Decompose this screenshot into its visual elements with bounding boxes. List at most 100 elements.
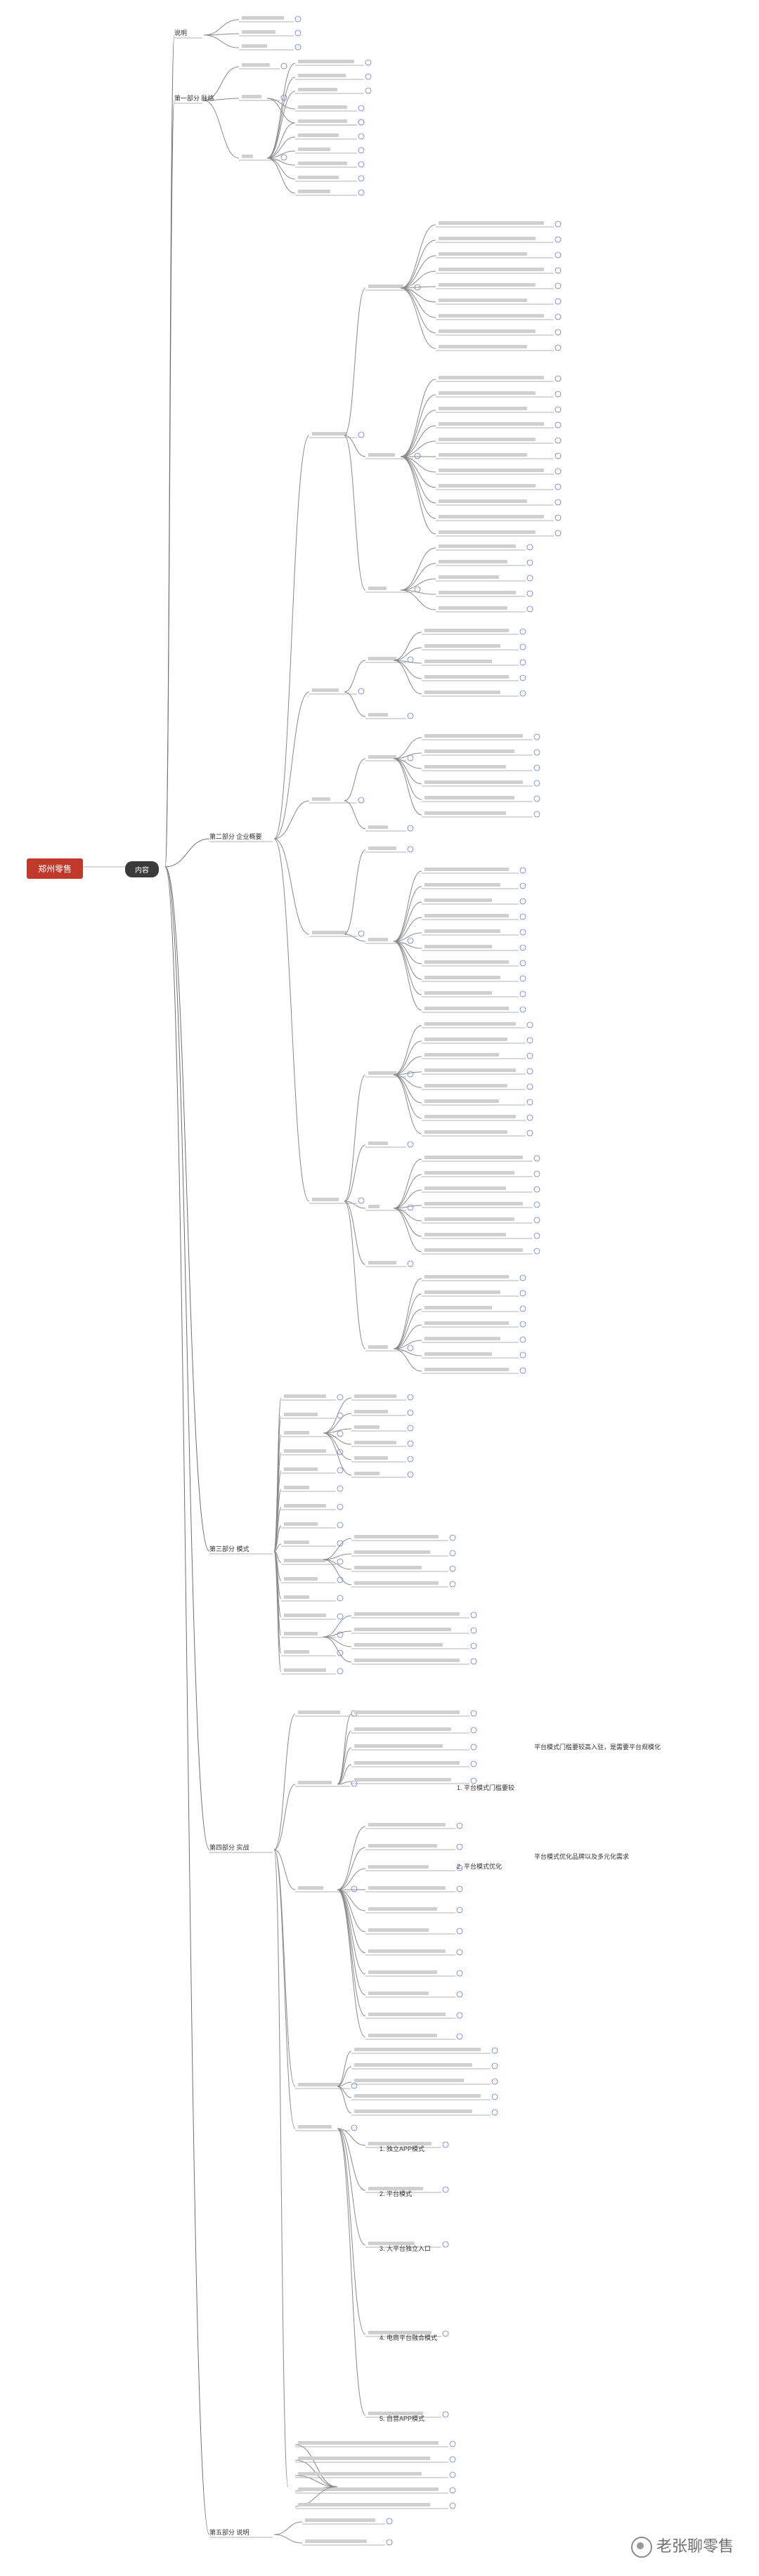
s2b1-bar-4 <box>424 691 500 694</box>
branch-part3[interactable]: 第三部分 模式 <box>209 1545 249 1552</box>
s4e-bar-3 <box>298 2487 439 2491</box>
s2e3-bar-1 <box>424 1290 500 1294</box>
s4b-bar-5 <box>368 1928 429 1932</box>
s2c1-edge-4 <box>393 758 422 800</box>
s3a-bar-2 <box>354 1425 379 1429</box>
hub-node[interactable]: 内容 <box>125 861 159 877</box>
s2a2-badge-0 <box>554 375 562 382</box>
note-threshold: 平台模式门槛要较高入驻，是需要平台规模化 <box>534 1744 661 1751</box>
watermark: 老张聊零售 <box>630 2534 734 2558</box>
s4b-edge-2 <box>337 1868 366 1890</box>
s4b-edge-1 <box>337 1847 366 1890</box>
s2a3-badge-2 <box>526 575 533 582</box>
s3-bar-1 <box>284 1413 318 1416</box>
s2d1-badge-6 <box>519 960 526 967</box>
s4e-badge-4 <box>449 2502 456 2509</box>
s3-bar-7 <box>284 1522 318 1526</box>
s4b-badge-9 <box>456 2012 463 2019</box>
s1c-edge-1 <box>266 136 296 159</box>
s2d1-bar-5 <box>424 945 492 948</box>
node-independent-app[interactable]: 1. 独立APP模式 <box>379 2145 425 2152</box>
s4c-bar-0 <box>354 2048 481 2051</box>
branch-part4[interactable]: 第四部分 实战 <box>209 1844 249 1851</box>
s2e2-edge-1 <box>393 1174 422 1209</box>
s4e-edge-2 <box>294 2475 338 2487</box>
s2e2-bar-2 <box>424 1186 506 1190</box>
s2e3-bar-3 <box>424 1321 509 1325</box>
s4b-bar-8 <box>368 1992 429 1995</box>
s2a1-badge-2 <box>554 251 562 259</box>
s2e1-bar-0 <box>424 1022 516 1026</box>
s3-bar-13 <box>284 1632 318 1635</box>
s4e-bar-4 <box>298 2503 430 2506</box>
node-self-app[interactable]: 5. 自营APP模式 <box>379 2415 425 2422</box>
s2d1-bar-8 <box>424 991 492 995</box>
branch-explain[interactable]: 说明 <box>174 30 188 37</box>
s2a-bar-2 <box>368 587 387 590</box>
note-optimize: 平台模式优化品牌以及多元化需求 <box>534 1853 630 1860</box>
s4b-badge-1 <box>456 1843 463 1850</box>
s2c1-bar-5 <box>424 811 506 815</box>
s3-bar-4 <box>284 1467 318 1471</box>
edge-hub-branch-3 <box>164 866 210 1552</box>
s2e3-badge-0 <box>519 1274 526 1281</box>
s2-bar-4 <box>312 1198 339 1201</box>
s0-bar-1 <box>242 30 275 34</box>
s3b-badge-1 <box>449 1550 456 1557</box>
s2-badge-2 <box>358 797 365 804</box>
s4-bar-2 <box>298 1886 323 1890</box>
s4b-badge-2 <box>456 1864 463 1871</box>
s3-badge-9 <box>337 1558 344 1565</box>
s2a1-bar-4 <box>439 283 536 287</box>
s1a-badge-0 <box>365 59 372 66</box>
s3a-badge-2 <box>407 1425 414 1432</box>
s2e2-edge-0 <box>393 1158 422 1209</box>
s2a2-bar-4 <box>439 438 536 441</box>
root-node[interactable]: 郑州零售 <box>27 858 84 879</box>
s2c1-bar-2 <box>424 765 506 769</box>
branch-part1[interactable]: 第一部分 脉络 <box>174 95 214 102</box>
s4b-badge-10 <box>456 2033 463 2040</box>
s2e3-badge-2 <box>519 1305 526 1312</box>
s2e3-edge-3 <box>393 1324 422 1349</box>
branch-part2[interactable]: 第二部分 企业概要 <box>209 833 262 840</box>
s2-badge-1 <box>358 688 365 695</box>
s4b-edge-10 <box>337 1889 366 2038</box>
s5-badge-0 <box>386 2518 393 2525</box>
s2e1-bar-6 <box>424 1115 516 1118</box>
s2d1-badge-1 <box>519 882 526 889</box>
s2a1-bar-3 <box>439 268 544 271</box>
node-platform-threshold[interactable]: 1. 平台模式门槛要较 <box>457 1784 515 1791</box>
s1c-bar-3 <box>298 162 347 165</box>
branch-part5[interactable]: 第五部分 说明 <box>209 2529 249 2536</box>
node-platform-mode[interactable]: 2. 平台模式 <box>379 2190 413 2197</box>
s2c1-badge-2 <box>533 764 540 771</box>
s2e3-bar-5 <box>424 1352 492 1356</box>
node-ecom-fusion[interactable]: 4. 电商平台融合模式 <box>379 2334 438 2341</box>
s1c-badge-4 <box>358 175 365 182</box>
s3-badge-4 <box>337 1467 344 1474</box>
s2a2-bar-5 <box>439 453 527 457</box>
s2a2-bar-8 <box>439 499 527 503</box>
s2b1-bar-2 <box>424 660 492 663</box>
s3a-bar-4 <box>354 1456 388 1460</box>
s2e-bar-1 <box>368 1142 388 1145</box>
s2d-bar-0 <box>368 846 396 850</box>
s1-badge-0 <box>280 63 287 70</box>
s2a1-badge-3 <box>554 267 562 274</box>
s2b-edge-1 <box>344 691 366 717</box>
node-platform-opt[interactable]: 2. 平台模式优化 <box>457 1863 502 1870</box>
s2e1-badge-7 <box>526 1130 533 1137</box>
s4-bar-0 <box>298 1711 340 1714</box>
s2e1-bar-1 <box>424 1038 507 1041</box>
s3-badge-0 <box>337 1394 344 1401</box>
s5-bar-1 <box>305 2539 367 2543</box>
s4-edge-1 <box>273 1784 296 1850</box>
s2c1-edge-0 <box>393 737 422 759</box>
s4a-bar-4 <box>354 1778 451 1781</box>
s4b-bar-1 <box>368 1844 437 1848</box>
s2e-badge-3 <box>407 1260 414 1267</box>
s4b-bar-10 <box>368 2034 437 2037</box>
node-big-platform[interactable]: 3. 大平台独立入口 <box>379 2245 432 2252</box>
s2c-edge-0 <box>344 758 366 802</box>
